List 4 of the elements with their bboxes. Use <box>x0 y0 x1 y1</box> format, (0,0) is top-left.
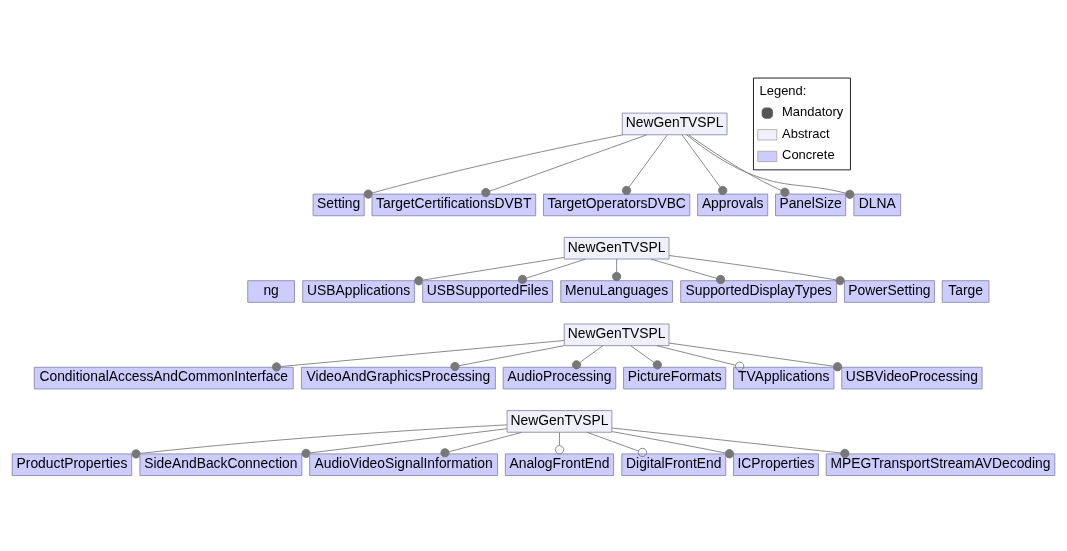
label: Legend: <box>759 82 807 98</box>
legend-label: Mandatory <box>782 104 844 120</box>
legend-label: Abstract <box>782 125 830 141</box>
legend-label: Concrete <box>782 147 835 163</box>
